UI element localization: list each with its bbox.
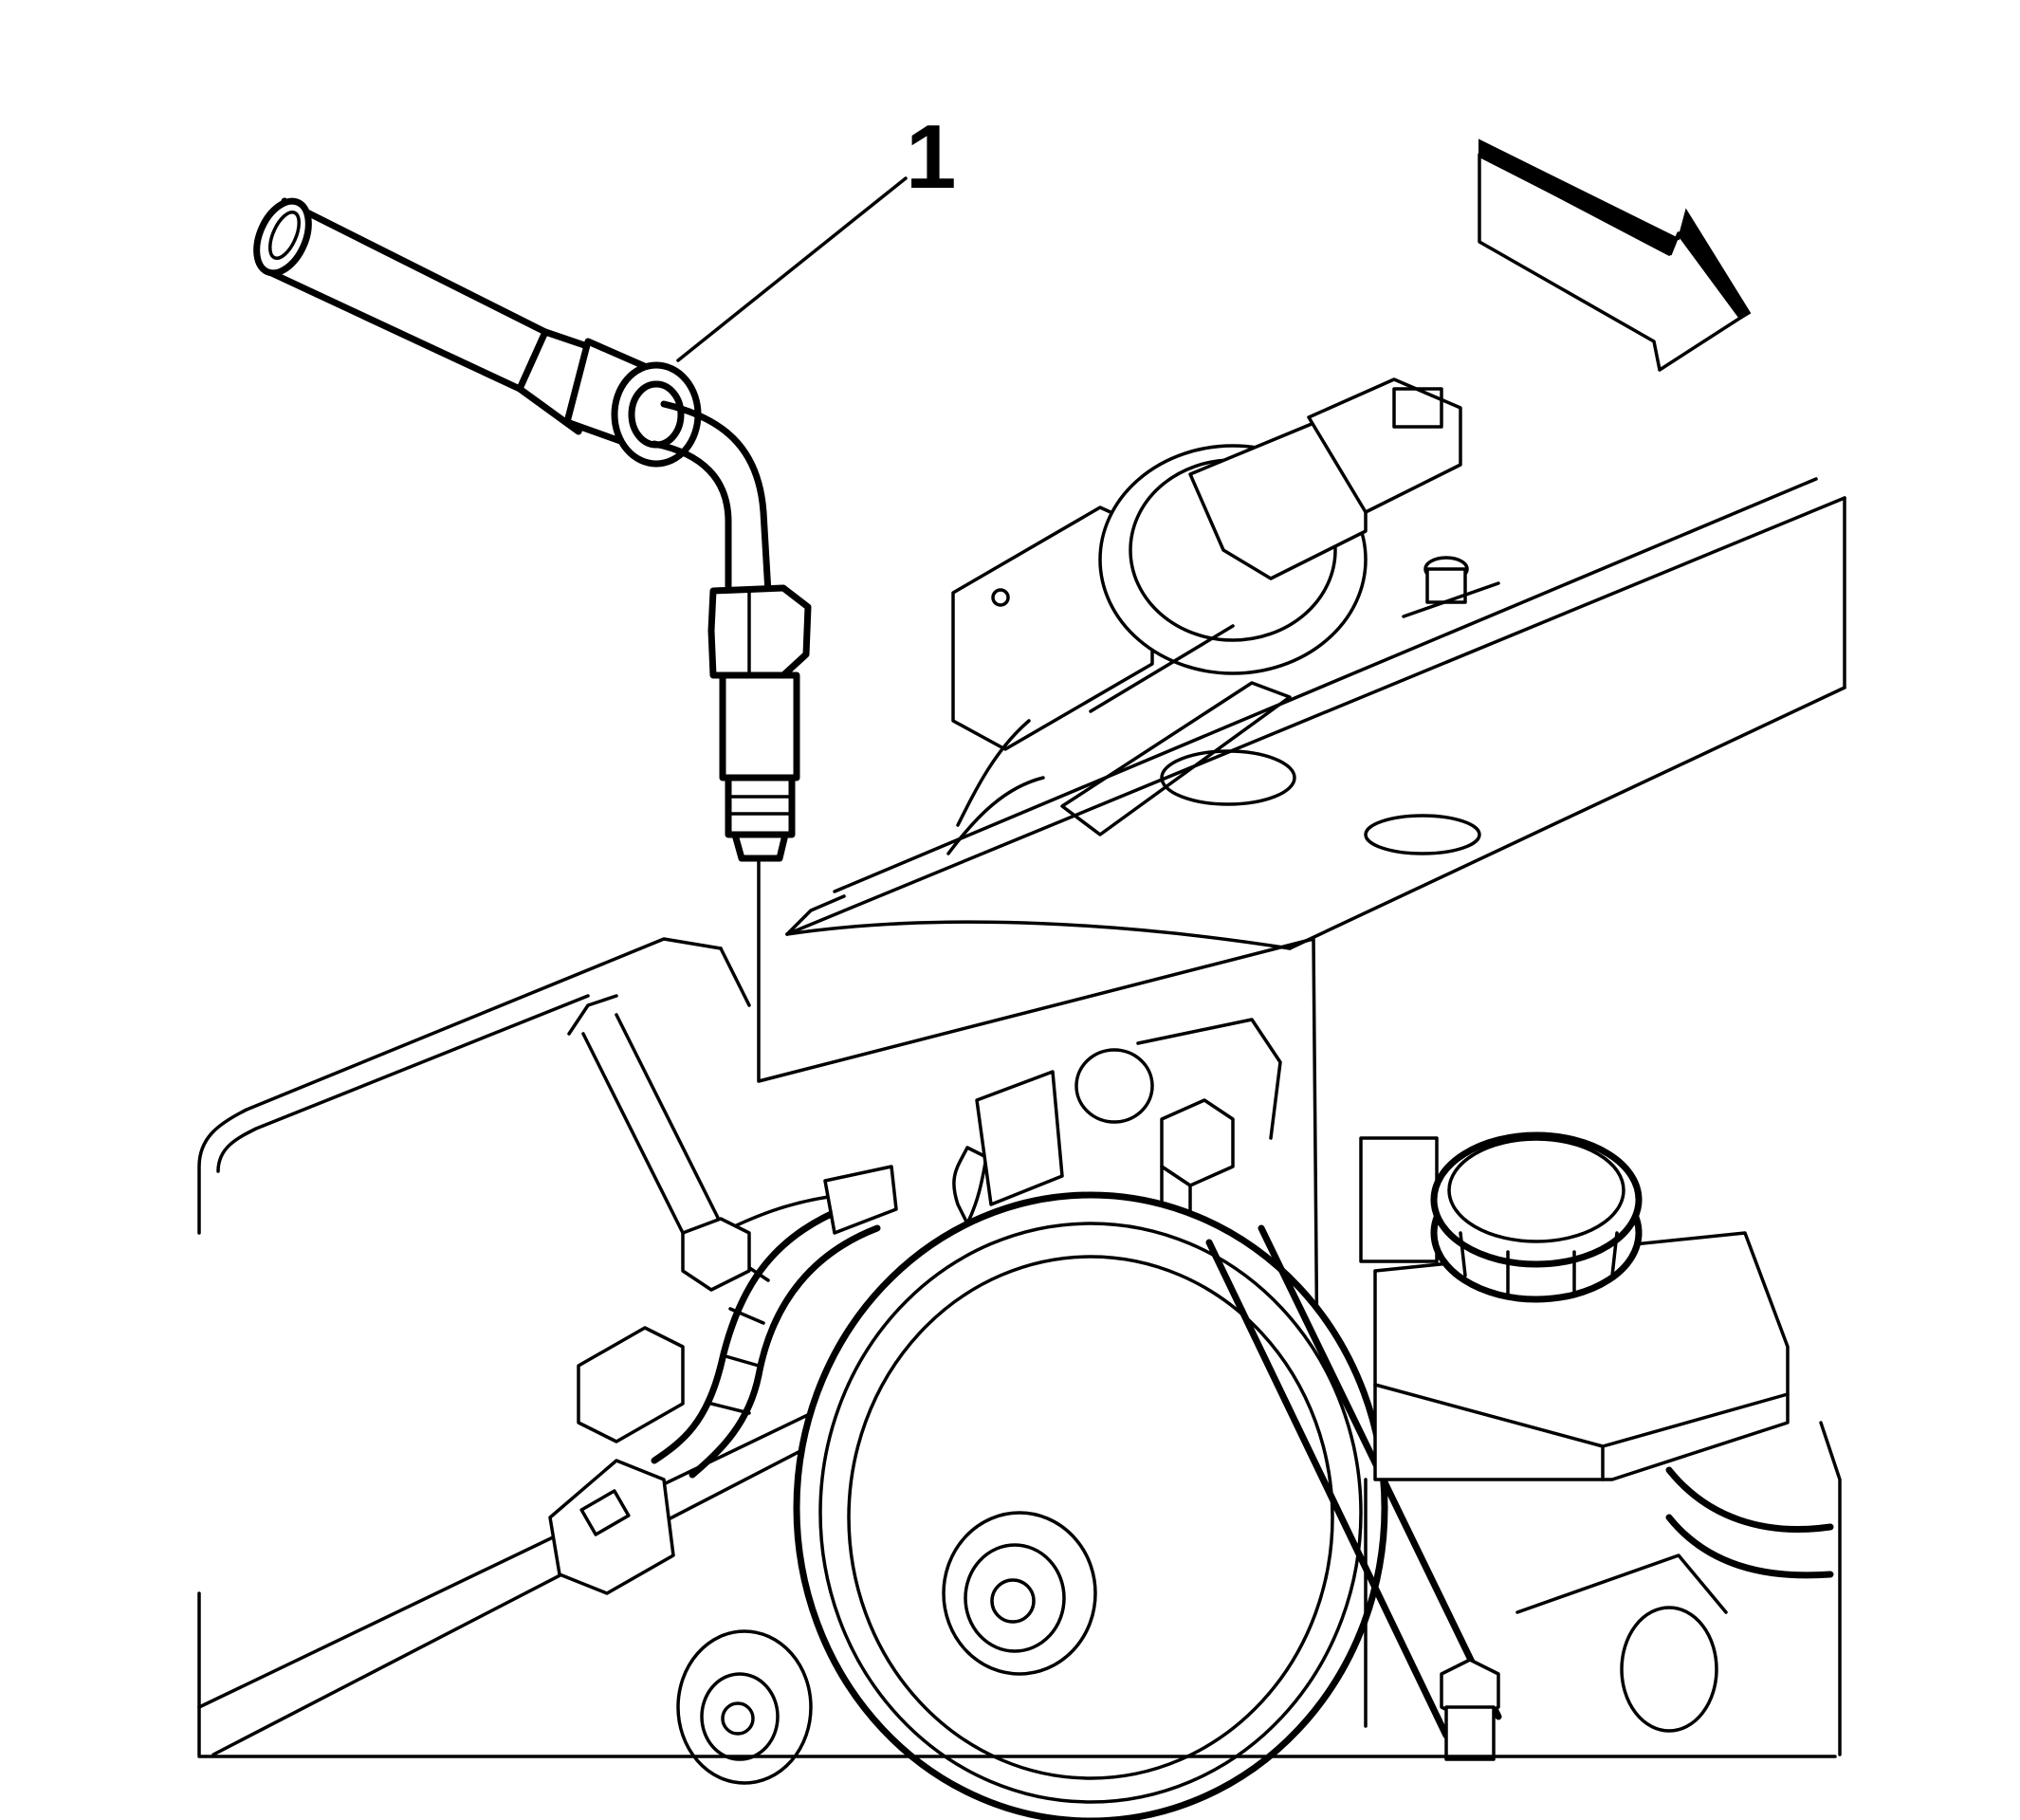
- callout-1-leader: [676, 176, 908, 362]
- callout-1-label: 1: [906, 106, 957, 208]
- engine-cover: [785, 477, 1846, 950]
- idler-pulley: [676, 1629, 813, 1785]
- fluid-reservoir: [1359, 1131, 1790, 1728]
- pulley-bracket: [975, 1018, 1282, 1206]
- bolt: [1402, 556, 1500, 618]
- lower-right-hardware: [1440, 1421, 1842, 1761]
- cam-actuator: [946, 377, 1462, 855]
- drive-pulley: [793, 1191, 1502, 1820]
- hose-assembly: [253, 197, 812, 862]
- direction-arrow-icon: [1478, 138, 1752, 372]
- engine-block-left: [197, 937, 912, 1756]
- install-path-line: [757, 856, 1320, 1481]
- electrical-connectors: [548, 1098, 1235, 1595]
